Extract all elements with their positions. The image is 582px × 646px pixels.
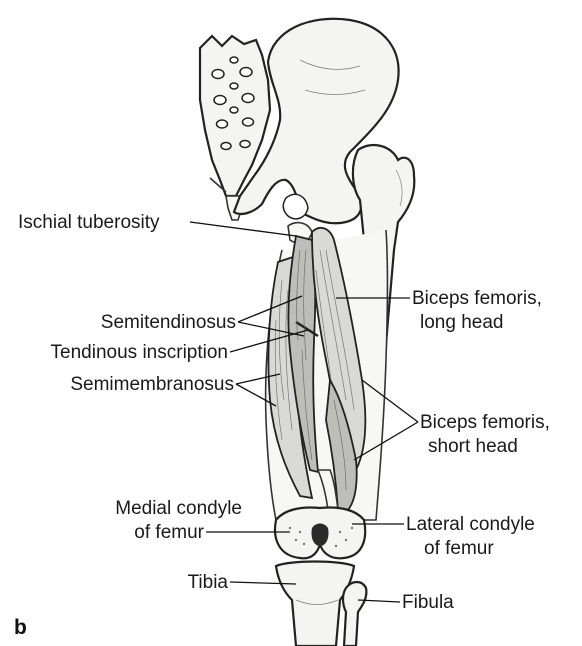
panel-label: b: [14, 616, 27, 639]
fibula: [343, 582, 366, 646]
label-biceps-short-line1: Biceps femoris,: [420, 412, 550, 433]
label-medial-condyle-line2: of femur: [134, 522, 204, 543]
label-lateral-condyle-line1: Lateral condyle: [406, 514, 535, 535]
label-biceps-long-line1: Biceps femoris,: [412, 288, 542, 309]
leader-ischial-tuberosity: [190, 222, 296, 236]
label-lateral-condyle-line2: of femur: [424, 538, 494, 559]
label-fibula: Fibula: [402, 592, 454, 613]
label-tendinous-inscription: Tendinous inscription: [51, 342, 228, 363]
label-biceps-short-line2: short head: [428, 436, 518, 457]
label-biceps-long-line2: long head: [420, 312, 503, 333]
label-semitendinosus: Semitendinosus: [101, 312, 236, 333]
label-medial-condyle-line1: Medial condyle: [115, 498, 242, 519]
knee-condyles: [275, 508, 365, 559]
label-tibia: Tibia: [188, 572, 229, 593]
label-semimembranosus: Semimembranosus: [70, 374, 234, 395]
label-ischial-tuberosity: Ischial tuberosity: [18, 212, 160, 233]
